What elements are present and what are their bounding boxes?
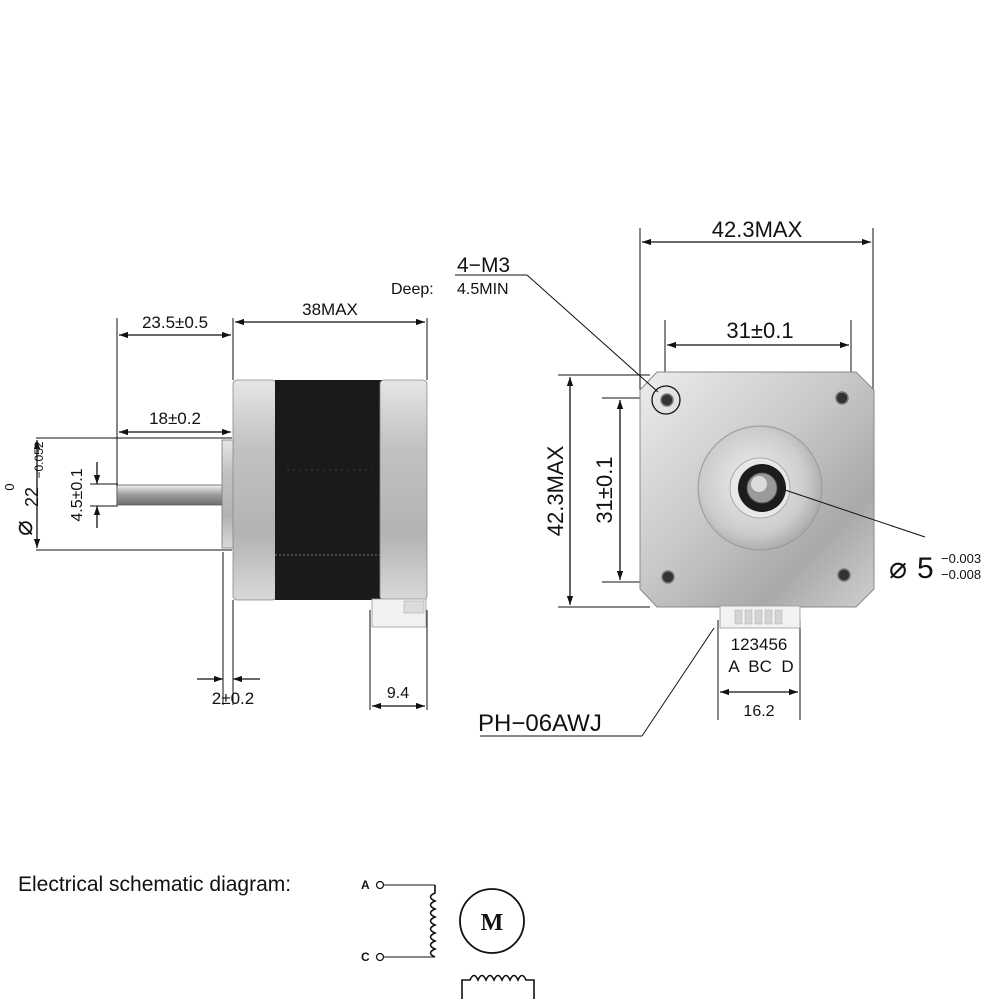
boss-height-label: 2±0.2 bbox=[212, 689, 254, 708]
mounting-hole-top-right bbox=[835, 391, 849, 405]
coil-horizontal bbox=[461, 974, 535, 999]
hole-spacing-horizontal-label: 31±0.1 bbox=[726, 318, 793, 343]
mounting-hole-bottom-left bbox=[661, 570, 675, 584]
boss-tolerance-upper: 0 bbox=[2, 483, 17, 490]
frame-width-label: 42.3MAX bbox=[712, 217, 803, 242]
boss-diameter-symbol: ⌀ bbox=[8, 520, 38, 536]
depth-value: 4.5MIN bbox=[457, 281, 509, 298]
motor-symbol-label: M bbox=[481, 910, 504, 936]
shaft-length-label: 23.5±0.5 bbox=[142, 313, 208, 332]
connector-offset-label: 9.4 bbox=[387, 685, 409, 702]
mounting-hole-bottom-right bbox=[837, 568, 851, 582]
shaft-tolerance-lower: −0.008 bbox=[941, 567, 981, 582]
boss-tolerance-lower: −0.052 bbox=[32, 441, 46, 478]
motor-symbol bbox=[459, 888, 525, 954]
side-view: 23.5±0.5 38MAX 18±0.2 4.5±0.1 ⌀ 22 0 −0.… bbox=[2, 300, 428, 710]
mounting-hole-top-left bbox=[660, 393, 674, 407]
schematic-title: Electrical schematic diagram: bbox=[18, 873, 291, 896]
terminal-a-label: A bbox=[361, 878, 370, 892]
shaft-diameter-symbol: ⌀ bbox=[889, 552, 907, 585]
terminal-c-label: C bbox=[361, 950, 370, 964]
thread-label: 4−M3 bbox=[457, 254, 510, 277]
flat-length-label: 18±0.2 bbox=[149, 409, 201, 428]
stator-body bbox=[275, 380, 383, 600]
motor-boss bbox=[221, 439, 235, 549]
flat-depth-label: 4.5±0.1 bbox=[69, 468, 86, 521]
connector-part-label: PH−06AWJ bbox=[478, 710, 602, 737]
pin-numbers: 123456 bbox=[731, 635, 788, 654]
body-length-label: 38MAX bbox=[302, 300, 358, 319]
coil-vertical bbox=[429, 885, 437, 958]
motor-shaft bbox=[116, 484, 226, 506]
front-view: 42.3MAX 31±0.1 42.3MAX 31±0.1 4−M3 Deep:… bbox=[391, 217, 981, 737]
front-flange bbox=[232, 379, 277, 601]
shaft-diameter-value: 5 bbox=[917, 552, 934, 585]
hole-spacing-vertical-label: 31±0.1 bbox=[592, 456, 617, 523]
shaft-tolerance-upper: −0.003 bbox=[941, 551, 981, 566]
frame-height-label: 42.3MAX bbox=[543, 445, 568, 536]
boss-diameter-value: 22 bbox=[22, 487, 42, 507]
connector-width-label: 16.2 bbox=[743, 703, 774, 720]
pin-labels: A BC D bbox=[728, 657, 793, 676]
terminal-a bbox=[375, 880, 385, 890]
electrical-schematic: Electrical schematic diagram: A C M bbox=[18, 873, 535, 999]
terminal-c bbox=[375, 952, 385, 962]
depth-label: Deep: bbox=[391, 281, 434, 298]
rear-cap bbox=[379, 379, 428, 601]
